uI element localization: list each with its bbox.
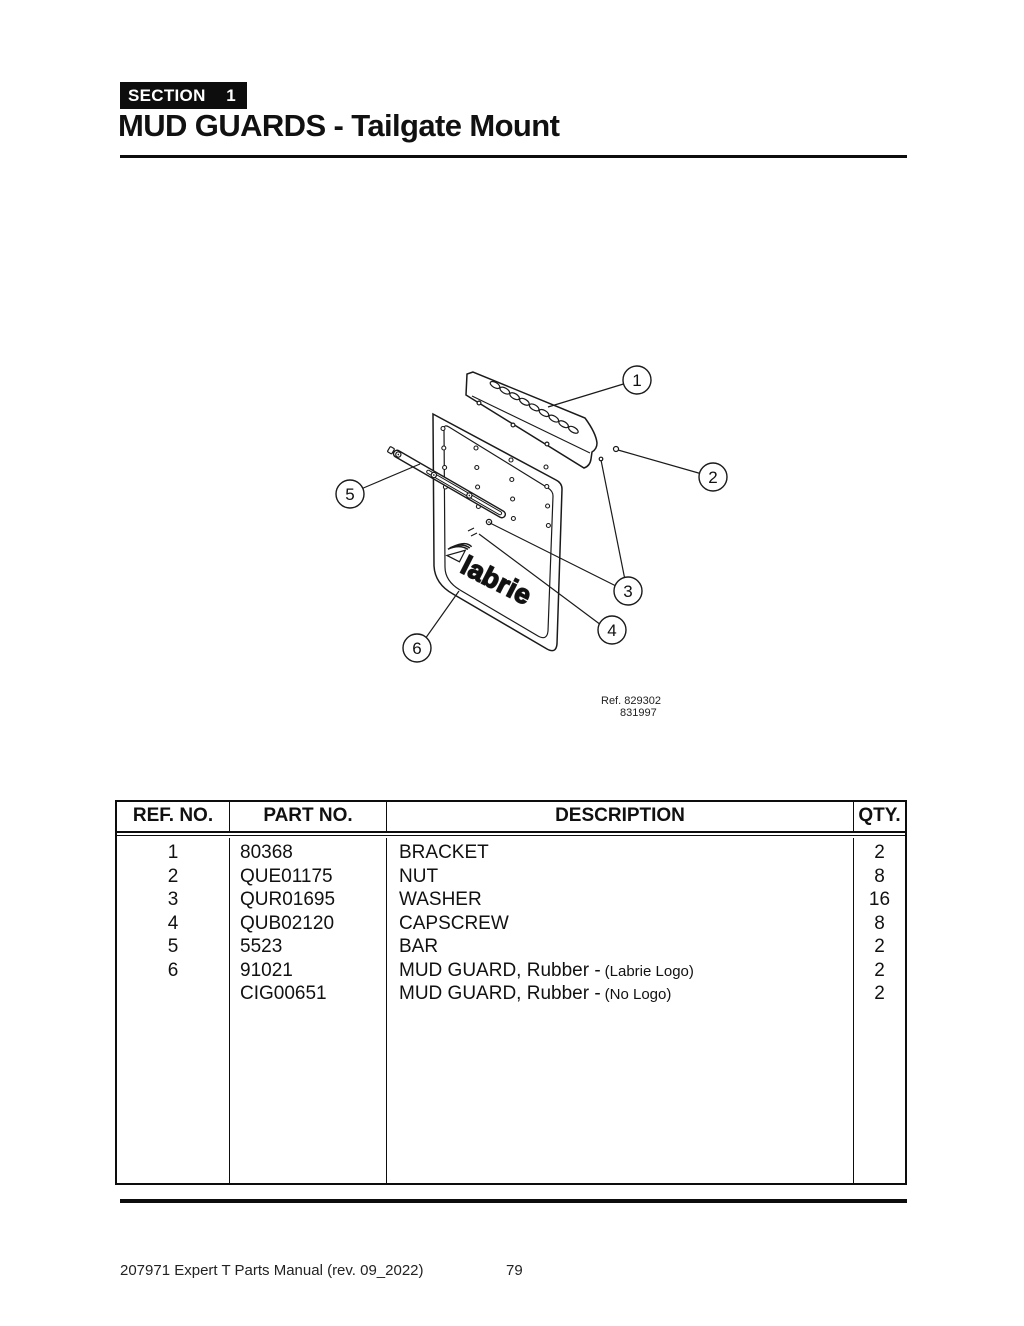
ref-line-2: 831997 [620, 707, 657, 719]
header-ref-no: REF. NO. [117, 802, 230, 831]
table-cell: 5 [167, 936, 179, 957]
table-cell: NUT [399, 865, 439, 887]
diagram-ref-note: Ref. 829302 831997 [601, 695, 661, 719]
table-cell: 2 [874, 983, 885, 1004]
bracket-holes [476, 400, 550, 447]
callout-6: 6 [402, 633, 432, 663]
table-cell: 4 [167, 912, 179, 934]
footer-manual-ref: 207971 Expert T Parts Manual (rev. 09_20… [120, 1262, 424, 1279]
section-number: 1 [226, 85, 236, 105]
table-cell: 3 [167, 889, 179, 910]
callout-4: 4 [597, 615, 627, 645]
column-ref-no: 1 2 3 4 5 6 [117, 838, 230, 1183]
table-cell: 8 [874, 912, 885, 934]
table-cell: 5523 [240, 936, 283, 957]
nut-mark [612, 445, 620, 453]
svg-text:3: 3 [623, 582, 632, 601]
callout-1: 1 [622, 365, 652, 395]
table-cell: 6 [167, 959, 179, 981]
table-cell: QUE01175 [240, 865, 333, 887]
leader-lines [360, 381, 703, 640]
mud-flap-part: labrie [432, 412, 563, 652]
table-cell: MUD GUARD, Rubber -(No Logo) [399, 983, 672, 1004]
svg-text:5: 5 [345, 485, 354, 504]
svg-text:6: 6 [412, 639, 421, 658]
title-divider [120, 155, 907, 158]
table-cell: 2 [874, 842, 885, 863]
footer-page-number: 79 [506, 1262, 523, 1279]
column-qty: 2 8 16 8 2 2 2 [854, 838, 905, 1183]
callout-5: 5 [335, 479, 365, 509]
table-cell: CIG00651 [240, 983, 327, 1004]
header-qty: QTY. [858, 805, 901, 826]
svg-text:2: 2 [708, 468, 717, 487]
table-cell: 80368 [240, 842, 293, 863]
column-part-no: 80368 QUE01175 QUR01695 QUB02120 5523 91… [230, 838, 387, 1183]
bracket-part [465, 371, 598, 469]
labrie-leaf-icon [445, 542, 473, 563]
bar-part [387, 446, 507, 519]
svg-text:1: 1 [632, 371, 641, 390]
table-cell: WASHER [399, 889, 482, 910]
table-cell: BAR [399, 936, 439, 957]
parts-table: REF. NO. PART NO. DESCRIPTION QTY. 1 2 3… [115, 800, 907, 1185]
table-cell: 2 [874, 936, 885, 957]
table-cell: BRACKET [399, 842, 489, 863]
table-cell: QUR01695 [240, 889, 336, 910]
callout-3: 3 [613, 576, 643, 606]
table-cell: 16 [868, 889, 891, 910]
bracket-slots [489, 380, 579, 434]
table-cell: MUD GUARD, Rubber -(Labrie Logo) [399, 959, 694, 981]
table-cell: 8 [874, 865, 885, 887]
header-double-line [117, 833, 905, 836]
table-header-row: REF. NO. PART NO. DESCRIPTION QTY. [117, 802, 905, 833]
callouts: 1 2 3 4 5 6 [335, 365, 728, 663]
column-description: BRACKET NUT WASHER CAPSCREW BAR MUD GUAR… [387, 838, 854, 1183]
capscrew-mark [467, 527, 478, 537]
ref-line-1: Ref. 829302 [601, 695, 661, 707]
header-description: DESCRIPTION [387, 802, 854, 831]
table-body: 1 2 3 4 5 6 80368 QUE01175 QUR01695 QUB0… [117, 838, 905, 1183]
table-cell: 91021 [240, 959, 293, 981]
footer-divider [120, 1199, 907, 1203]
callout-2: 2 [698, 462, 728, 492]
table-cell: 2 [874, 959, 885, 981]
header-part-no: PART NO. [230, 802, 387, 831]
parts-diagram: labrie [335, 365, 728, 663]
table-cell: QUB02120 [240, 912, 335, 934]
svg-text:4: 4 [607, 621, 616, 640]
page-title: MUD GUARDS - Tailgate Mount [118, 108, 560, 143]
table-cell: 1 [167, 842, 179, 863]
table-cell [117, 982, 229, 1006]
section-label: SECTION [128, 85, 206, 105]
section-badge: SECTION 1 [120, 82, 247, 109]
table-cell: CAPSCREW [399, 912, 509, 934]
table-cell: 2 [167, 865, 179, 887]
